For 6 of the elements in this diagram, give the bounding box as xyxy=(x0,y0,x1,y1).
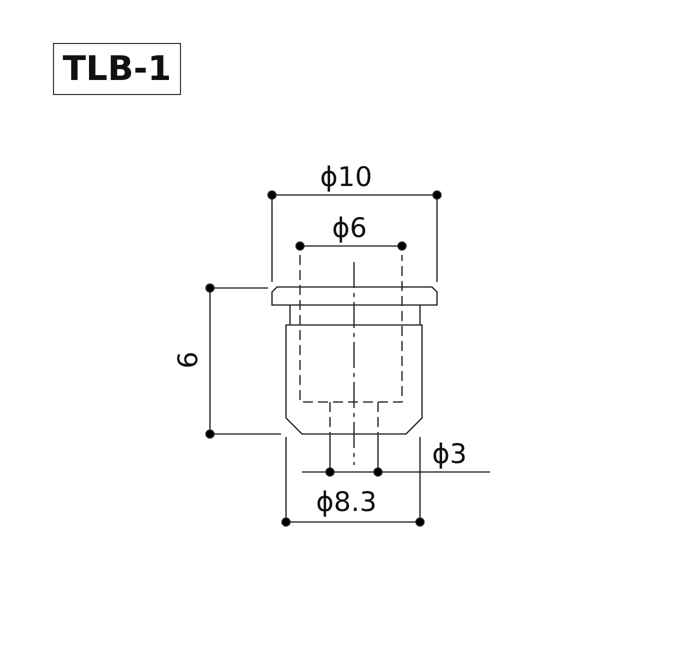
dimension-label: ϕ6 xyxy=(332,214,367,244)
dimension-label: ϕ3 xyxy=(432,440,467,470)
dimension-label: 9 xyxy=(170,351,201,369)
dimension-label: ϕ8.3 xyxy=(316,488,377,518)
dimension-label: ϕ10 xyxy=(320,163,372,193)
title-box: TLB-1 xyxy=(53,43,181,95)
